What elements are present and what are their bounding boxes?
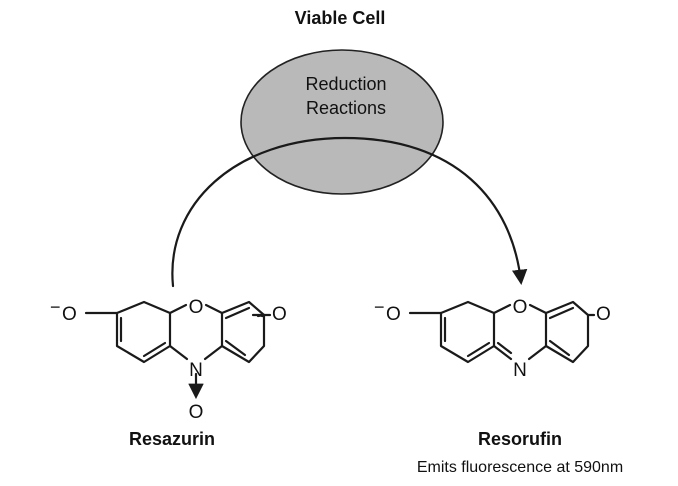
resorufin-ring-oxygen: O <box>513 297 528 318</box>
resorufin-oxygen-left: O <box>386 304 401 325</box>
diagram-title: Viable Cell <box>295 8 386 28</box>
resorufin-structure: − O O O N <box>374 297 611 381</box>
resorufin-name: Resorufin <box>478 429 562 449</box>
cell-label-line2: Reactions <box>306 98 386 118</box>
viable-cell-ellipse <box>240 49 444 195</box>
resorufin-nitrogen: N <box>513 360 527 381</box>
conversion-arrow <box>171 136 528 288</box>
resazurin-n-oxide-oxygen: O <box>189 402 204 423</box>
cell-label-line1: Reduction <box>305 74 386 94</box>
resazurin-name: Resazurin <box>129 429 215 449</box>
resorufin-charge: − <box>374 297 385 317</box>
resorufin-note: Emits fluorescence at 590nm <box>417 459 623 476</box>
resazurin-structure: − O O O N O <box>50 297 287 423</box>
resazurin-ring-oxygen: O <box>189 297 204 318</box>
resazurin-charge: − <box>50 297 61 317</box>
resazurin-carbonyl-oxygen: O <box>272 304 287 325</box>
resazurin-oxygen-left: O <box>62 304 77 325</box>
resorufin-carbonyl-oxygen: O <box>596 304 611 325</box>
resazurin-nitrogen: N <box>189 360 203 381</box>
